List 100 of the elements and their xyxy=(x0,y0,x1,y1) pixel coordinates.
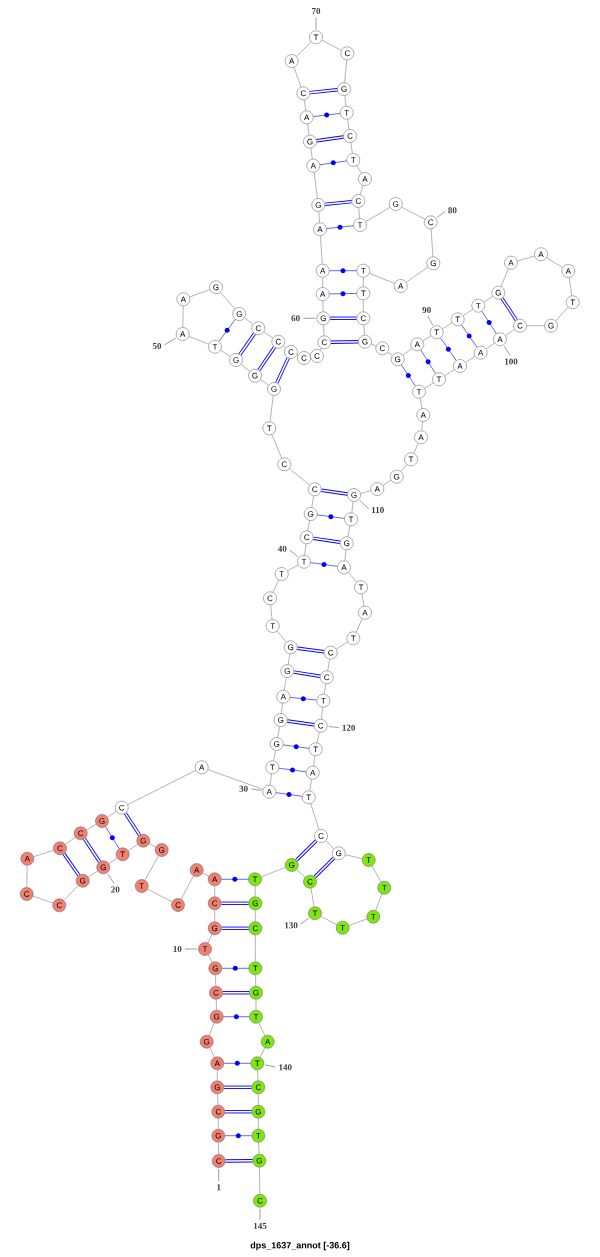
base-pair-line xyxy=(309,88,339,95)
backbone-line xyxy=(218,1142,219,1155)
base-pair-line xyxy=(440,337,457,361)
backbone-line xyxy=(310,356,311,358)
backbone-line xyxy=(517,255,535,262)
backbone-line xyxy=(217,1069,218,1081)
backbone-line xyxy=(321,707,323,720)
base-pair-line xyxy=(295,839,318,862)
base-pair-line xyxy=(329,316,358,320)
base-pair-line xyxy=(257,346,276,372)
backbone-line xyxy=(304,543,307,556)
backbone-line xyxy=(387,351,393,356)
backbone-line xyxy=(345,854,363,859)
backbone-line xyxy=(465,356,476,363)
backbone-line xyxy=(413,443,419,454)
backbone-line xyxy=(316,732,320,743)
backbone-line xyxy=(258,1022,266,1036)
backbone-line xyxy=(310,148,313,160)
backbone-line xyxy=(310,888,315,907)
backbone-line xyxy=(363,277,364,287)
backbone-line xyxy=(369,272,395,284)
base-pair-line xyxy=(461,324,478,348)
backbone-line xyxy=(214,885,215,897)
backbone-line xyxy=(500,268,509,287)
backbone-line xyxy=(336,641,348,650)
backbone-line xyxy=(320,916,337,925)
backbone-line xyxy=(402,348,413,356)
backbone-line xyxy=(347,525,351,537)
backbone-line xyxy=(255,909,256,922)
backbone-line xyxy=(365,207,391,222)
backbone-line xyxy=(277,726,280,738)
position-label: 120 xyxy=(328,724,356,731)
backbone-line xyxy=(348,918,368,926)
backbone-line xyxy=(259,1047,266,1058)
base-pair-line xyxy=(224,1159,254,1163)
position-label: 30 xyxy=(239,785,262,792)
backbone-line xyxy=(322,300,324,312)
backbone-line xyxy=(108,857,118,864)
backbone-line xyxy=(271,434,282,459)
backbone-line xyxy=(180,875,194,900)
backbone-line xyxy=(351,501,354,513)
backbone-line xyxy=(363,324,365,336)
backbone-line xyxy=(107,811,117,818)
backbone-line xyxy=(189,289,210,298)
backbone-line xyxy=(273,750,276,761)
backbone-line xyxy=(254,885,256,897)
backbone-line xyxy=(444,369,455,376)
backbone-line xyxy=(259,1167,261,1195)
backbone-line xyxy=(283,345,287,349)
backbone-line xyxy=(555,306,569,322)
backbone-line xyxy=(208,1022,215,1036)
backbone-line xyxy=(356,165,362,174)
backbone-line xyxy=(293,67,302,88)
base-pair-line xyxy=(315,135,345,143)
base-pair-line xyxy=(286,719,315,727)
backbone-line xyxy=(463,309,473,316)
base-pair-line xyxy=(293,670,321,678)
backbone-line xyxy=(215,999,217,1011)
base-pair-line xyxy=(238,332,256,356)
backbone-line xyxy=(546,257,563,268)
position-label: 50 xyxy=(152,337,177,350)
base-pair-line xyxy=(481,311,497,334)
backbone-line xyxy=(32,895,54,904)
backbone-line xyxy=(287,564,299,572)
base-pair-line xyxy=(324,199,353,207)
base-pair-line xyxy=(62,852,81,877)
base-pair-line xyxy=(123,812,142,836)
base-pair-line xyxy=(218,319,236,342)
base-pair-line xyxy=(329,268,357,274)
backbone-line xyxy=(207,954,213,963)
backbone-line xyxy=(220,292,236,310)
base-pair-line xyxy=(401,364,416,387)
backbone-line xyxy=(63,885,79,901)
backbone-line xyxy=(363,299,364,312)
position-label: 20 xyxy=(107,873,120,893)
base-pair-line xyxy=(221,965,249,971)
backbone-line xyxy=(371,343,377,347)
backbone-line xyxy=(144,855,159,881)
backbone-line xyxy=(319,347,322,351)
backbone-line xyxy=(255,934,256,962)
position-label: 140 xyxy=(264,1064,292,1071)
backbone-line xyxy=(214,909,215,922)
position-label: 70 xyxy=(312,8,321,30)
backbone-line xyxy=(321,40,342,51)
backbone-line xyxy=(261,867,286,878)
position-label: 10 xyxy=(173,945,198,953)
backbone-line xyxy=(483,296,493,303)
base-pair-line xyxy=(313,112,341,118)
backbone-line xyxy=(147,888,173,903)
base-pair-line xyxy=(296,646,325,654)
backbone-line xyxy=(289,468,310,486)
backbone-line xyxy=(276,630,287,643)
backbone-line xyxy=(269,395,274,422)
position-label: 1 xyxy=(217,1168,221,1191)
backbone-line xyxy=(296,354,299,356)
base-pair-line xyxy=(105,826,120,849)
backbone-line xyxy=(272,579,280,593)
base-pair-line xyxy=(220,926,250,930)
backbone-line xyxy=(405,266,429,283)
base-pair-line xyxy=(326,224,354,230)
